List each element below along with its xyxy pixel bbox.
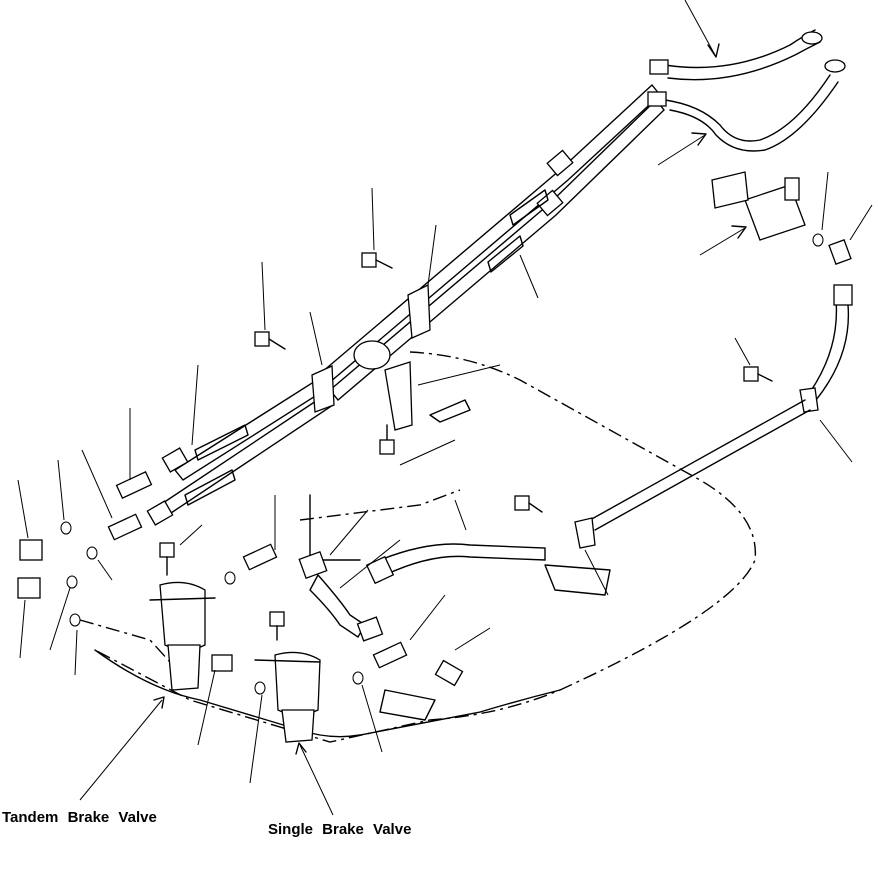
hose-fitting-lower [647,91,667,107]
leader-lines [17,0,873,816]
connector-3 [242,543,278,571]
hose-end-a [801,31,823,45]
bolt-4 [514,495,543,513]
bolt-3 [743,366,773,382]
lower-long-pipe [574,399,811,549]
elbow-fitting-3 [211,654,233,672]
lower-hose [298,543,546,642]
single-brake-valve [254,651,321,743]
plug-fitting [434,659,464,687]
bolt-1 [361,252,393,269]
bolt-2 [254,331,286,350]
tandem-brake-valve-label: Tandem Brake Valve [2,809,157,826]
tandem-brake-valve [149,581,216,691]
junction-block [711,171,853,413]
connector-2 [115,471,153,499]
single-brake-valve-label: Single Brake Valve [268,821,411,838]
fittings [17,471,464,695]
hose-end-b [824,59,846,73]
bolt-6 [159,542,175,576]
pipe-nuts [146,149,574,526]
connector-4 [372,641,408,669]
bolt-7 [269,611,285,641]
elbow-fitting-2 [17,577,41,599]
connector-1 [107,513,143,541]
hose-fitting-upper [649,59,669,75]
clamps-and-bolts [159,252,773,641]
elbow-fitting-1 [19,539,43,561]
bolt-5 [379,424,395,455]
